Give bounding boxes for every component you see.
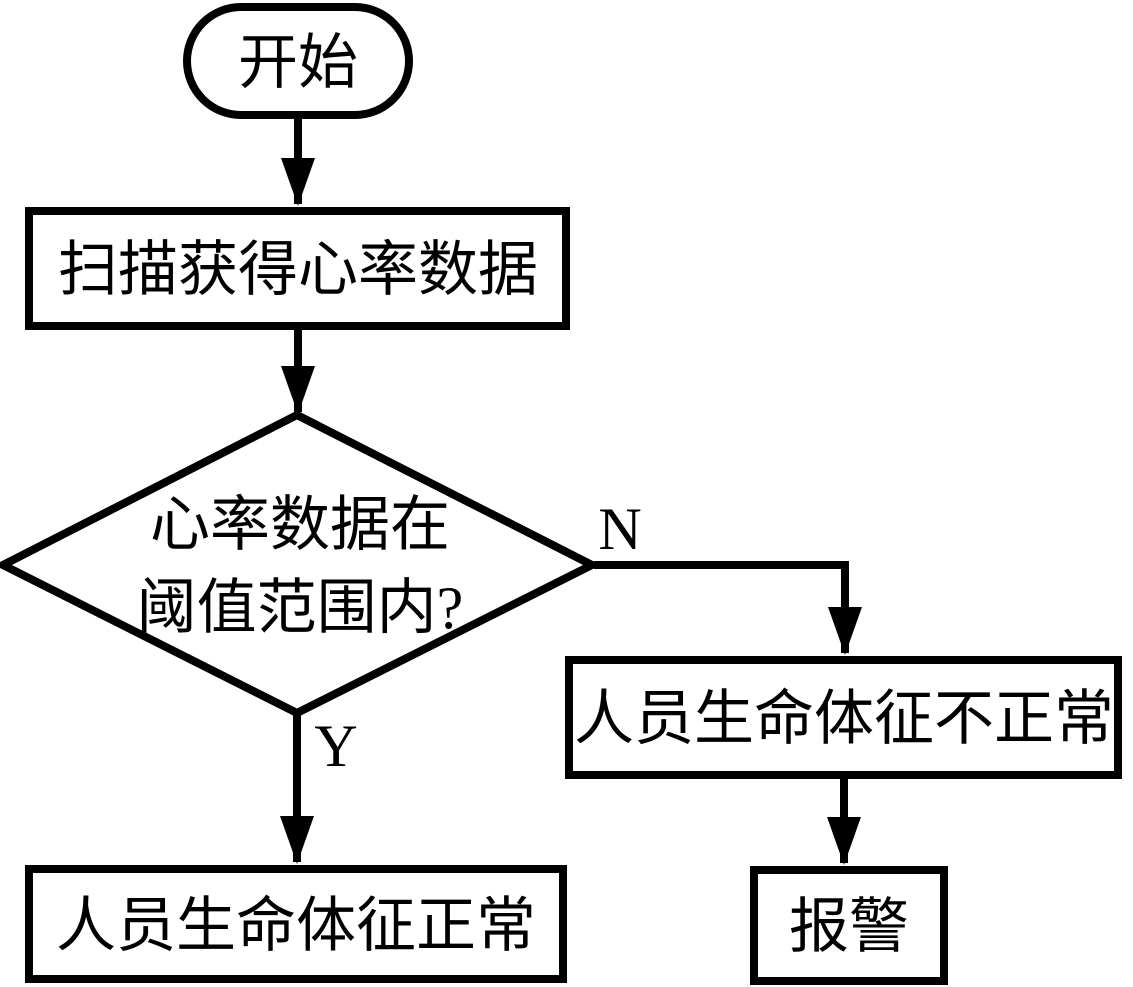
start-node-label: 开始 <box>238 30 358 96</box>
abnormal-result-node: 人员生命体征不正常 <box>565 656 1122 779</box>
branch-label-yes: Y <box>314 713 357 779</box>
arrow-decision-no-to-abnormal <box>594 561 862 655</box>
abnormal-result-node-shape <box>565 656 1122 779</box>
alarm-node-shape <box>750 866 948 985</box>
branch-label-no: N <box>598 496 641 562</box>
decision-node-label-line1: 心率数据在 <box>150 492 450 558</box>
start-node: 开始 <box>183 3 413 119</box>
normal-result-node: 人员生命体征正常 <box>25 865 567 983</box>
scan-process-node: 扫描获得心率数据 <box>25 207 570 330</box>
start-node-shape <box>183 3 413 119</box>
normal-result-node-label: 人员生命体征正常 <box>56 893 536 959</box>
decision-node-shape <box>0 410 601 718</box>
decision-node: 心率数据在 阈值范围内? <box>0 410 601 718</box>
decision-node-label-line2: 阈值范围内? <box>137 575 464 641</box>
alarm-node-label: 报警 <box>789 894 909 960</box>
alarm-node: 报警 <box>750 866 948 985</box>
scan-process-node-label: 扫描获得心率数据 <box>58 237 538 303</box>
scan-process-node-shape <box>25 207 570 330</box>
normal-result-node-shape <box>25 865 567 983</box>
abnormal-result-node-label: 人员生命体征不正常 <box>574 686 1114 752</box>
